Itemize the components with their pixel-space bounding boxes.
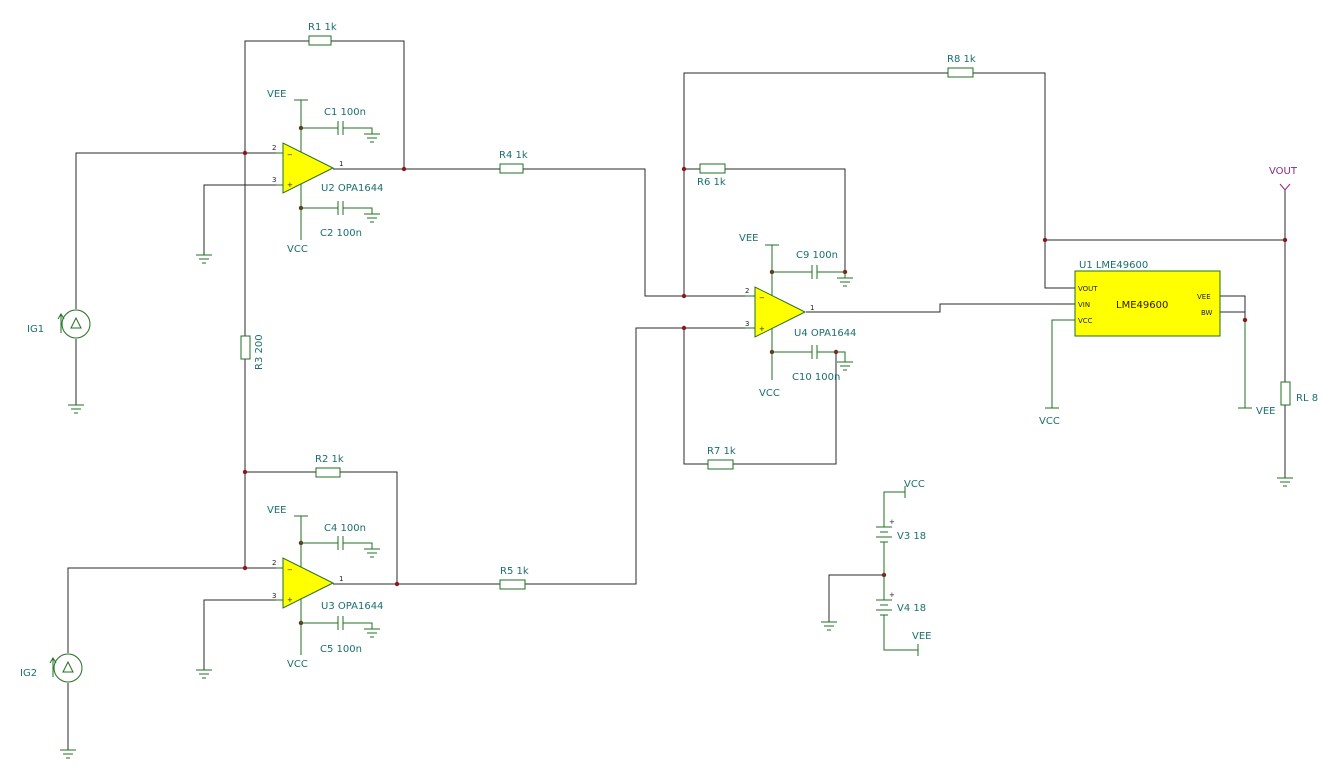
ground-symbols	[60, 133, 1293, 759]
capacitor-c1-label: C1 100n	[324, 107, 366, 118]
u3-rails: VEE VCC	[267, 505, 308, 670]
current-source-ig1[interactable]: IG1	[27, 309, 91, 339]
vout-label: VOUT	[1269, 166, 1298, 177]
chip-u1-title: U1 LME49600	[1079, 260, 1148, 271]
capacitor-c10-label: C10 100n	[792, 372, 840, 383]
u3-pin-3: 3	[272, 592, 276, 600]
current-source-ig1-label: IG1	[27, 324, 44, 335]
capacitor-c2-label: C2 100n	[320, 228, 362, 239]
u4-pin-3: 3	[745, 320, 749, 328]
vee-rail-label: VEE	[267, 505, 286, 516]
u2-rails: VEE VCC	[267, 89, 308, 255]
capacitor-c9-label: C9 100n	[796, 250, 838, 261]
chip-pin-vee: VEE	[1197, 293, 1211, 301]
svg-text:−: −	[287, 566, 293, 574]
resistor-r5-label: R5 1k	[500, 566, 529, 577]
u4-pin-2: 2	[745, 287, 749, 295]
battery-v4-label: V4 18	[897, 603, 926, 614]
opamp-u3-label: U3 OPA1644	[321, 601, 383, 612]
capacitor-c10[interactable]: C10 100n	[772, 345, 846, 383]
capacitor-c1[interactable]: C1 100n	[301, 107, 373, 135]
resistor-r1[interactable]: R1 1k	[308, 22, 337, 46]
vout-probe[interactable]: VOUT	[1269, 166, 1298, 191]
vee-rail-label: VEE	[739, 233, 758, 244]
vcc-rail-label: VCC	[1039, 416, 1060, 427]
chip-pin-vin: VIN	[1078, 301, 1090, 309]
u2-pin-1: 1	[339, 160, 343, 168]
current-source-ig2-label: IG2	[20, 668, 37, 679]
resistor-r6[interactable]: R6 1k	[697, 163, 726, 188]
capacitor-c2[interactable]: C2 100n	[301, 201, 373, 239]
resistor-r8[interactable]: R8 1k	[947, 54, 976, 78]
current-source-ig2[interactable]: IG2	[20, 653, 83, 683]
capacitor-c4-label: C4 100n	[324, 523, 366, 534]
resistor-r3-label: R3 200	[254, 334, 265, 370]
vcc-rail-label: VCC	[904, 479, 925, 490]
vee-rail-label: VEE	[267, 89, 286, 100]
capacitor-c5[interactable]: C5 100n	[301, 616, 373, 655]
vee-rail-label: VEE	[1256, 406, 1275, 417]
resistor-r2-label: R2 1k	[315, 454, 344, 465]
resistor-r5[interactable]: R5 1k	[499, 566, 529, 590]
u2-pin-2: 2	[272, 144, 276, 152]
resistor-r4[interactable]: R4 1k	[499, 150, 528, 174]
capacitor-c5-label: C5 100n	[320, 644, 362, 655]
u4-rails: VEE VCC	[739, 233, 780, 399]
svg-text:+: +	[287, 596, 293, 604]
resistor-r3[interactable]: R3 200	[240, 334, 265, 370]
u3-pin-2: 2	[272, 559, 276, 567]
opamp-u2-label: U2 OPA1644	[321, 183, 383, 194]
battery-v3-label: V3 18	[897, 531, 926, 542]
chip-pin-vcc: VCC	[1078, 317, 1093, 325]
resistor-rl[interactable]: RL 8	[1280, 381, 1318, 406]
chip-rails: VCC VEE	[1039, 406, 1275, 427]
battery-v4[interactable]: + V4 18 VEE	[876, 486, 931, 656]
battery-v3[interactable]: + V3 18 VCC	[876, 479, 926, 600]
wires	[67, 40, 1286, 750]
resistor-r8-label: R8 1k	[947, 54, 976, 65]
chip-pin-bw: BW	[1201, 309, 1213, 317]
opamp-u4-label: U4 OPA1644	[794, 328, 856, 339]
capacitor-c9[interactable]: C9 100n	[772, 250, 845, 279]
resistor-r1-label: R1 1k	[308, 22, 337, 33]
chip-pin-vout: VOUT	[1078, 285, 1098, 293]
vcc-rail-label: VCC	[287, 659, 308, 670]
capacitor-c4[interactable]: C4 100n	[301, 523, 373, 550]
resistor-rl-label: RL 8	[1296, 393, 1318, 404]
chip-u1-name: LME49600	[1116, 300, 1168, 311]
resistor-r2[interactable]: R2 1k	[315, 454, 344, 478]
u3-pin-1: 1	[339, 575, 343, 583]
u2-pin-3: 3	[272, 176, 276, 184]
vee-rail-label: VEE	[912, 631, 931, 642]
svg-text:−: −	[287, 151, 293, 159]
u4-pin-1: 1	[810, 304, 814, 312]
opamp-u2[interactable]: − + 2 3 1 U2 OPA1644	[272, 100, 383, 240]
svg-text:−: −	[759, 294, 765, 302]
resistor-r7[interactable]: R7 1k	[707, 446, 736, 470]
svg-text:+: +	[889, 591, 895, 599]
resistor-r4-label: R4 1k	[499, 150, 528, 161]
opamp-u3[interactable]: − + 2 3 1 U3 OPA1644	[272, 516, 383, 655]
svg-text:+: +	[759, 325, 765, 333]
chip-u1[interactable]: U1 LME49600 LME49600 VOUT VIN VCC VEE BW	[1074, 260, 1221, 337]
svg-text:+: +	[889, 518, 895, 526]
resistor-r6-label: R6 1k	[697, 177, 726, 188]
opamp-u4[interactable]: − + 2 3 1 U4 OPA1644	[745, 245, 856, 380]
vcc-rail-label: VCC	[759, 388, 780, 399]
vcc-rail-label: VCC	[287, 244, 308, 255]
junction-dots	[242, 125, 1288, 626]
resistor-r7-label: R7 1k	[707, 446, 736, 457]
svg-text:+: +	[287, 181, 293, 189]
